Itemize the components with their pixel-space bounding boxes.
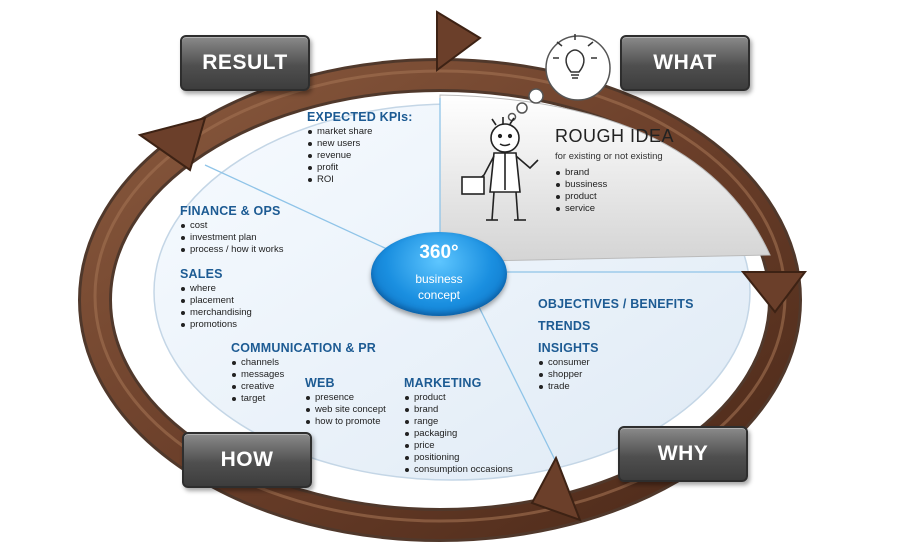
- sales-heading: SALES: [180, 267, 252, 281]
- insights-heading: INSIGHTS: [538, 341, 694, 355]
- list-item: presence: [305, 392, 386, 404]
- list-item: range: [404, 416, 513, 428]
- result-tag: RESULT: [180, 35, 310, 91]
- marketing-block: MARKETING product brand range packaging …: [404, 376, 513, 476]
- list-item: brand: [555, 167, 674, 179]
- list-item: channels: [231, 357, 376, 369]
- list-item: ROI: [307, 174, 413, 186]
- list-item: service: [555, 203, 674, 215]
- why-section-block: OBJECTIVES / BENEFITS TRENDS INSIGHTS co…: [538, 297, 694, 393]
- list-item: new users: [307, 138, 413, 150]
- what-tag: WHAT: [620, 35, 750, 91]
- list-item: price: [404, 440, 513, 452]
- list-item: investment plan: [180, 232, 283, 244]
- rough-idea-title: ROUGH IDEA: [555, 126, 674, 147]
- marketing-heading: MARKETING: [404, 376, 513, 390]
- list-item: consumption occasions: [404, 464, 513, 476]
- how-tag: HOW: [182, 432, 312, 488]
- list-item: market share: [307, 126, 413, 138]
- list-item: trade: [538, 381, 694, 393]
- rough-idea-block: ROUGH IDEA for existing or not existing …: [555, 126, 674, 215]
- list-item: merchandising: [180, 307, 252, 319]
- communication-pr-heading: COMMUNICATION & PR: [231, 341, 376, 355]
- list-item: product: [404, 392, 513, 404]
- center-hub: 360° business concept: [371, 232, 507, 316]
- list-item: cost: [180, 220, 283, 232]
- list-item: shopper: [538, 369, 694, 381]
- web-block: WEB presence web site concept how to pro…: [305, 376, 386, 428]
- objectives-heading: OBJECTIVES / BENEFITS: [538, 297, 694, 311]
- rough-idea-list: brand bussiness product service: [555, 167, 674, 215]
- hub-number: 360°: [371, 242, 507, 264]
- list-item: consumer: [538, 357, 694, 369]
- list-item: process / how it works: [180, 244, 283, 256]
- list-item: product: [555, 191, 674, 203]
- rough-idea-subtitle: for existing or not existing: [555, 151, 674, 162]
- trends-heading: TRENDS: [538, 319, 694, 333]
- list-item: revenue: [307, 150, 413, 162]
- expected-kpis-heading: EXPECTED KPIs:: [307, 110, 413, 124]
- list-item: web site concept: [305, 404, 386, 416]
- list-item: brand: [404, 404, 513, 416]
- web-heading: WEB: [305, 376, 386, 390]
- list-item: how to promote: [305, 416, 386, 428]
- finance-ops-block: FINANCE & OPS cost investment plan proce…: [180, 204, 283, 256]
- list-item: placement: [180, 295, 252, 307]
- hub-line-1: business: [371, 272, 507, 286]
- list-item: promotions: [180, 319, 252, 331]
- why-tag: WHY: [618, 426, 748, 482]
- sales-block: SALES where placement merchandising prom…: [180, 267, 252, 331]
- list-item: where: [180, 283, 252, 295]
- list-item: positioning: [404, 452, 513, 464]
- finance-ops-heading: FINANCE & OPS: [180, 204, 283, 218]
- list-item: packaging: [404, 428, 513, 440]
- list-item: bussiness: [555, 179, 674, 191]
- hub-line-2: concept: [371, 288, 507, 302]
- list-item: profit: [307, 162, 413, 174]
- expected-kpis-block: EXPECTED KPIs: market share new users re…: [307, 110, 413, 186]
